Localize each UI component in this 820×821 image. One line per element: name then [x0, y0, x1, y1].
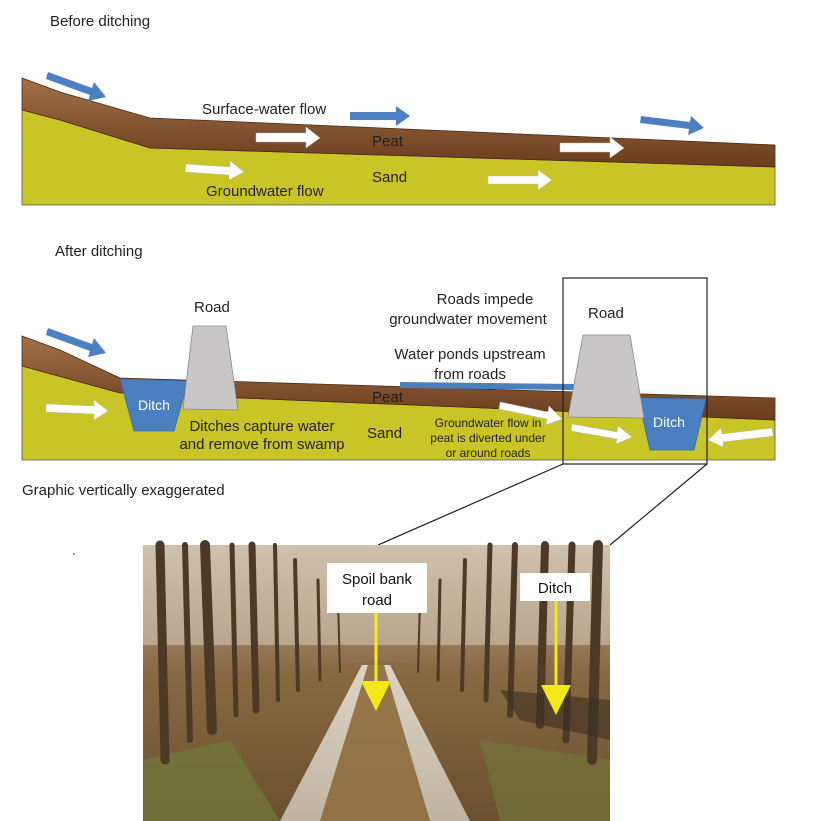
after-title: After ditching [55, 243, 143, 260]
blue-arrow [350, 106, 410, 126]
photo-grass [143, 740, 280, 821]
left-ditch-label: Ditch [138, 397, 170, 413]
ponds-line2: from roads [434, 366, 506, 383]
spoil-bank-label-box [327, 563, 427, 613]
capture-line2: and remove from swamp [179, 436, 344, 453]
left-road-label: Road [194, 299, 230, 316]
ditch-photo-label-box [520, 573, 590, 601]
diverted-line1: Groundwater flow in [435, 416, 542, 430]
after-sand-label: Sand [367, 425, 402, 442]
right-road-label: Road [588, 305, 624, 322]
field-photo: Spoil bank road Ditch [143, 540, 610, 821]
roads-impede-line1: Roads impede [437, 291, 534, 308]
blue-arrow [46, 328, 106, 357]
right-ditch-label: Ditch [653, 414, 685, 430]
left-road [182, 325, 239, 411]
white-arrow [487, 169, 553, 191]
photo-grass [480, 740, 610, 821]
diverted-line2: peat is diverted under [430, 431, 545, 445]
right-road [567, 334, 645, 419]
before-peat-label: Peat [372, 133, 404, 150]
groundwater-arrows [184, 126, 625, 191]
white-arrow [559, 136, 625, 159]
photo-road-center [320, 665, 430, 821]
before-sand-label: Sand [372, 169, 407, 186]
photo-road-track-right [384, 665, 470, 821]
stray-dot [73, 553, 75, 555]
left-ditch [119, 378, 189, 432]
white-arrow [570, 423, 633, 445]
blue-arrow [640, 116, 704, 135]
after-flow-arrows [45, 328, 774, 448]
roads-impede-line2: groundwater movement [389, 311, 547, 328]
ditch-photo-label: Ditch [538, 580, 572, 597]
white-arrow [255, 126, 321, 149]
blue-arrow [46, 72, 106, 101]
ponds-line1: Water ponds upstream [394, 346, 545, 363]
white-arrow [45, 399, 109, 421]
right-ditch [637, 397, 707, 451]
spoil-bank-line2: road [362, 592, 392, 609]
before-title: Before ditching [50, 13, 150, 30]
after-peat-label: Peat [372, 389, 404, 406]
exaggeration-note: Graphic vertically exaggerated [22, 482, 225, 499]
callout-connector-left [377, 463, 564, 546]
white-arrow [184, 160, 245, 181]
diverted-line3: or around roads [446, 446, 531, 460]
white-arrow [707, 427, 774, 448]
surface-flow-label: Surface-water flow [202, 101, 326, 118]
photo-ditch-water [500, 690, 610, 740]
surface-flow-arrows [46, 72, 704, 135]
callout-connector-right [609, 463, 708, 546]
callout-box [562, 277, 708, 465]
photo-trees-left [155, 540, 341, 765]
white-arrow [498, 401, 563, 426]
capture-line1: Ditches capture water [189, 418, 334, 435]
after-section: After ditching Road Road Roads impede gr… [21, 243, 776, 465]
photo-road-track-left [280, 665, 368, 821]
spoil-bank-line1: Spoil bank [342, 571, 413, 588]
before-section: Before ditching Surface-water flow Peat … [21, 13, 776, 206]
ponded-water [400, 382, 576, 390]
groundwater-flow-label: Groundwater flow [206, 183, 324, 200]
